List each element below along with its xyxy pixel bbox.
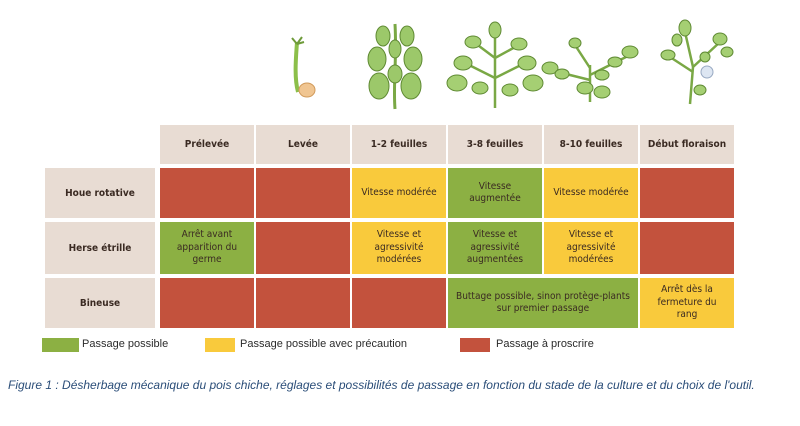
table-cell	[256, 168, 350, 218]
table-cell	[256, 222, 350, 274]
legend-swatch-yellow	[205, 338, 235, 352]
table-cell: Vitesse et agressivité modérées	[544, 222, 638, 274]
table-cell	[256, 278, 350, 328]
table-cell: Arrêt dès la fermeture du rang	[640, 278, 734, 328]
table-cell	[352, 278, 446, 328]
column-header-8-10-feuilles: 8-10 feuilles	[544, 125, 638, 164]
figure-caption: Figure 1 : Désherbage mécanique du pois …	[8, 378, 755, 392]
column-header-prelevee: Prélevée	[160, 125, 254, 164]
two-leaf-plant-icon	[367, 23, 423, 110]
table-cell	[640, 222, 734, 274]
table-cell	[160, 168, 254, 218]
column-header-3-8-feuilles: 3-8 feuilles	[448, 125, 542, 164]
table-cell	[160, 278, 254, 328]
legend-swatch-red	[460, 338, 490, 352]
flowering-plant-icon	[660, 19, 734, 105]
legend-label-red: Passage à proscrire	[496, 338, 594, 350]
multi-leaf-plant-icon	[446, 21, 544, 108]
table-cell: Vitesse et agressivité augmentées	[448, 222, 542, 274]
column-header-debut-floraison: Début floraison	[640, 125, 734, 164]
row-header-herse-etrille: Herse étrille	[45, 222, 155, 274]
row-header-houe-rotative: Houe rotative	[45, 168, 155, 218]
row-header-bineuse: Bineuse	[45, 278, 155, 328]
table-cell: Vitesse et agressivité modérées	[352, 222, 446, 274]
legend-label-yellow: Passage possible avec précaution	[240, 338, 407, 350]
branching-plant-icon	[541, 37, 639, 102]
legend-label-green: Passage possible	[82, 338, 169, 350]
legend-swatch-green	[42, 338, 79, 352]
table-cell: Vitesse modérée	[544, 168, 638, 218]
table-cell: Buttage possible, sinon protège-plants s…	[448, 278, 638, 328]
column-header-levee: Levée	[256, 125, 350, 164]
table-cell	[640, 168, 734, 218]
seedling-plant-icon	[291, 36, 316, 98]
column-header-1-2-feuilles: 1-2 feuilles	[352, 125, 446, 164]
table-cell: Arrêt avant apparition du germe	[160, 222, 254, 274]
table-cell: Vitesse modérée	[352, 168, 446, 218]
table-cell: Vitesse augmentée	[448, 168, 542, 218]
